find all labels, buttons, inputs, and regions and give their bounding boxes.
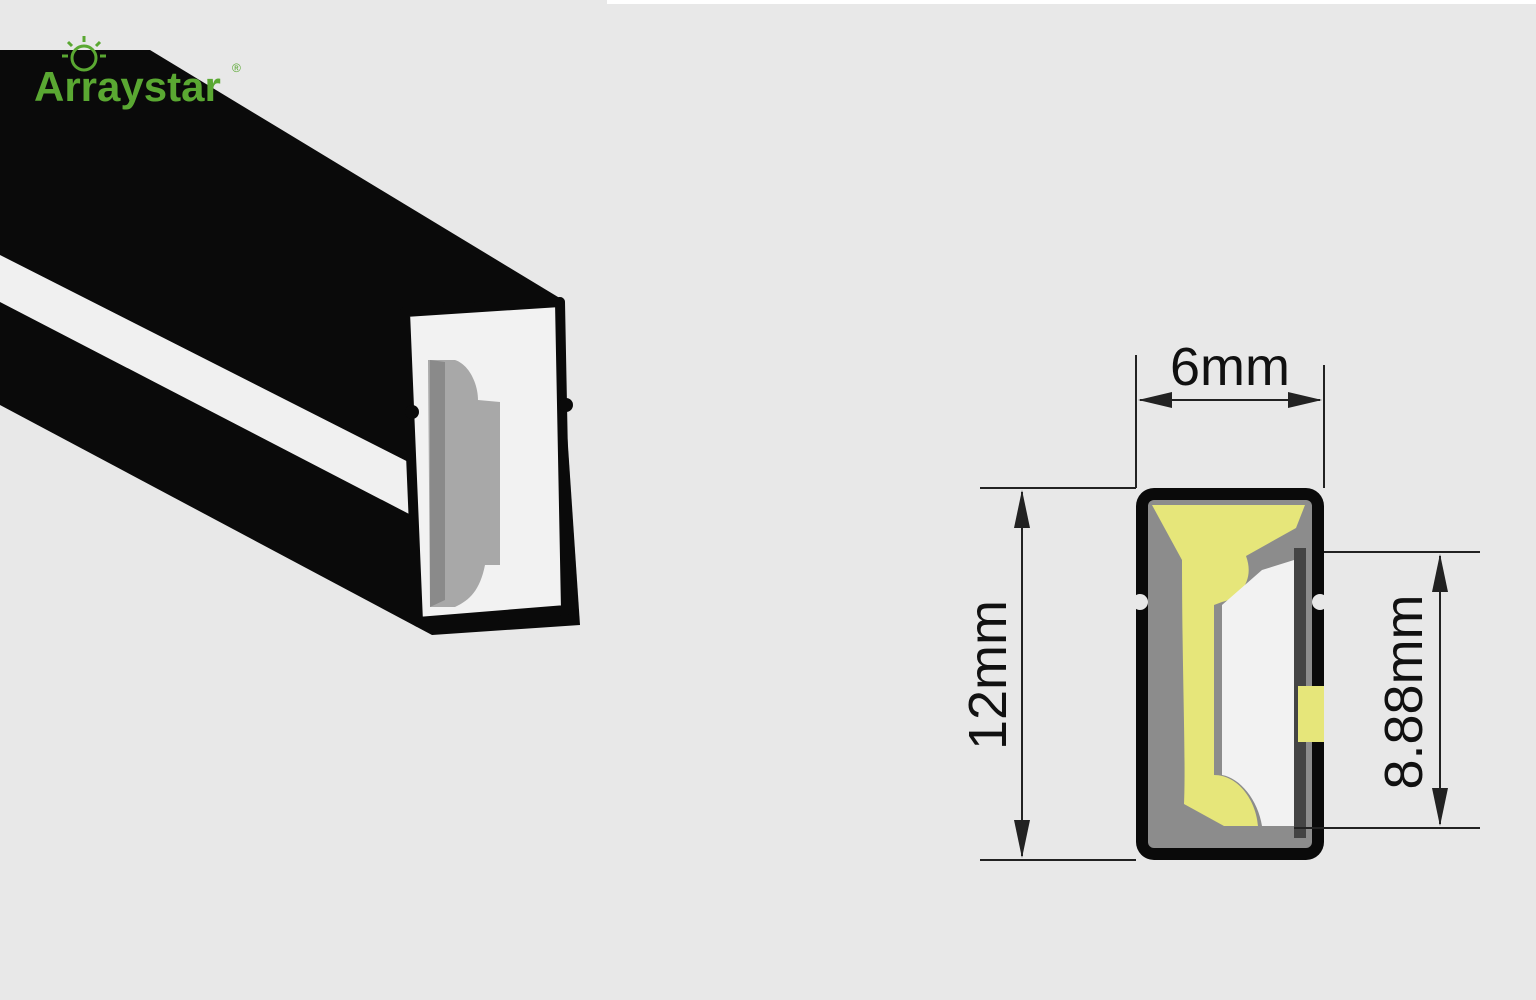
- light-bulb-icon: [62, 36, 106, 72]
- width-arrow-left: [1138, 392, 1172, 408]
- inner-height-label: 8.88mm: [1374, 594, 1434, 789]
- connector-tab: [1298, 686, 1324, 742]
- inner-cavity-shadow: [430, 360, 445, 607]
- diffuser-stripe: [0, 255, 440, 530]
- cross-section: [1132, 488, 1328, 860]
- left-notch: [405, 405, 419, 419]
- right-notch: [559, 398, 573, 412]
- top-edge-strip: [607, 0, 1536, 4]
- perspective-profile: [0, 50, 580, 635]
- reflector-slot: [1222, 560, 1294, 826]
- front-face-rim: [400, 297, 571, 627]
- registered-mark: ®: [232, 61, 241, 75]
- brand-logo: Arraystar ®: [34, 36, 241, 110]
- width-label: 6mm: [1170, 337, 1290, 397]
- dimension-arrows: [1014, 392, 1448, 858]
- inner-arrow-bottom: [1432, 788, 1448, 826]
- logo-text: Arraystar: [34, 63, 221, 110]
- height-arrow-top: [1014, 490, 1030, 528]
- inner-arrow-top: [1432, 554, 1448, 592]
- section-right-notch: [1312, 594, 1328, 610]
- led-diffuser: [1152, 505, 1305, 826]
- section-left-notch: [1132, 594, 1148, 610]
- height-label: 12mm: [958, 600, 1018, 750]
- height-arrow-bottom: [1014, 820, 1030, 858]
- width-arrow-right: [1288, 392, 1322, 408]
- inner-cavity: [428, 360, 500, 607]
